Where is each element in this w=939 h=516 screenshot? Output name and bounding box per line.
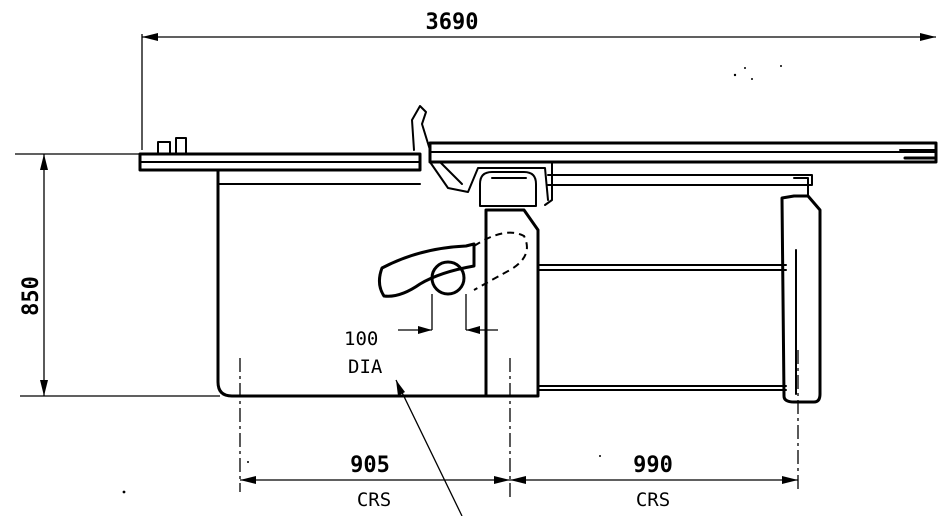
height-label: 850: [19, 276, 44, 316]
spacing-dimension-left: 905 CRS: [240, 453, 510, 511]
overall-length-dimension: 3690: [141, 10, 936, 150]
machine-outline: [138, 105, 938, 404]
hole-diameter-value: 100: [344, 328, 378, 350]
overall-length-label: 3690: [426, 10, 479, 35]
hole-diameter-unit: DIA: [348, 356, 383, 378]
hole-diameter-callout: 100 DIA: [344, 294, 498, 516]
spacing-dimension-right: 990 CRS: [510, 453, 798, 511]
scan-noise: [122, 65, 782, 494]
centre-lines: [239, 350, 799, 500]
spacing-left-note: CRS: [357, 489, 391, 511]
height-dimension: 850: [15, 153, 220, 397]
extraction-duct: [377, 231, 528, 298]
spacing-right-note: CRS: [636, 489, 670, 511]
spacing-left-value: 905: [350, 453, 390, 478]
spacing-right-value: 990: [633, 453, 673, 478]
